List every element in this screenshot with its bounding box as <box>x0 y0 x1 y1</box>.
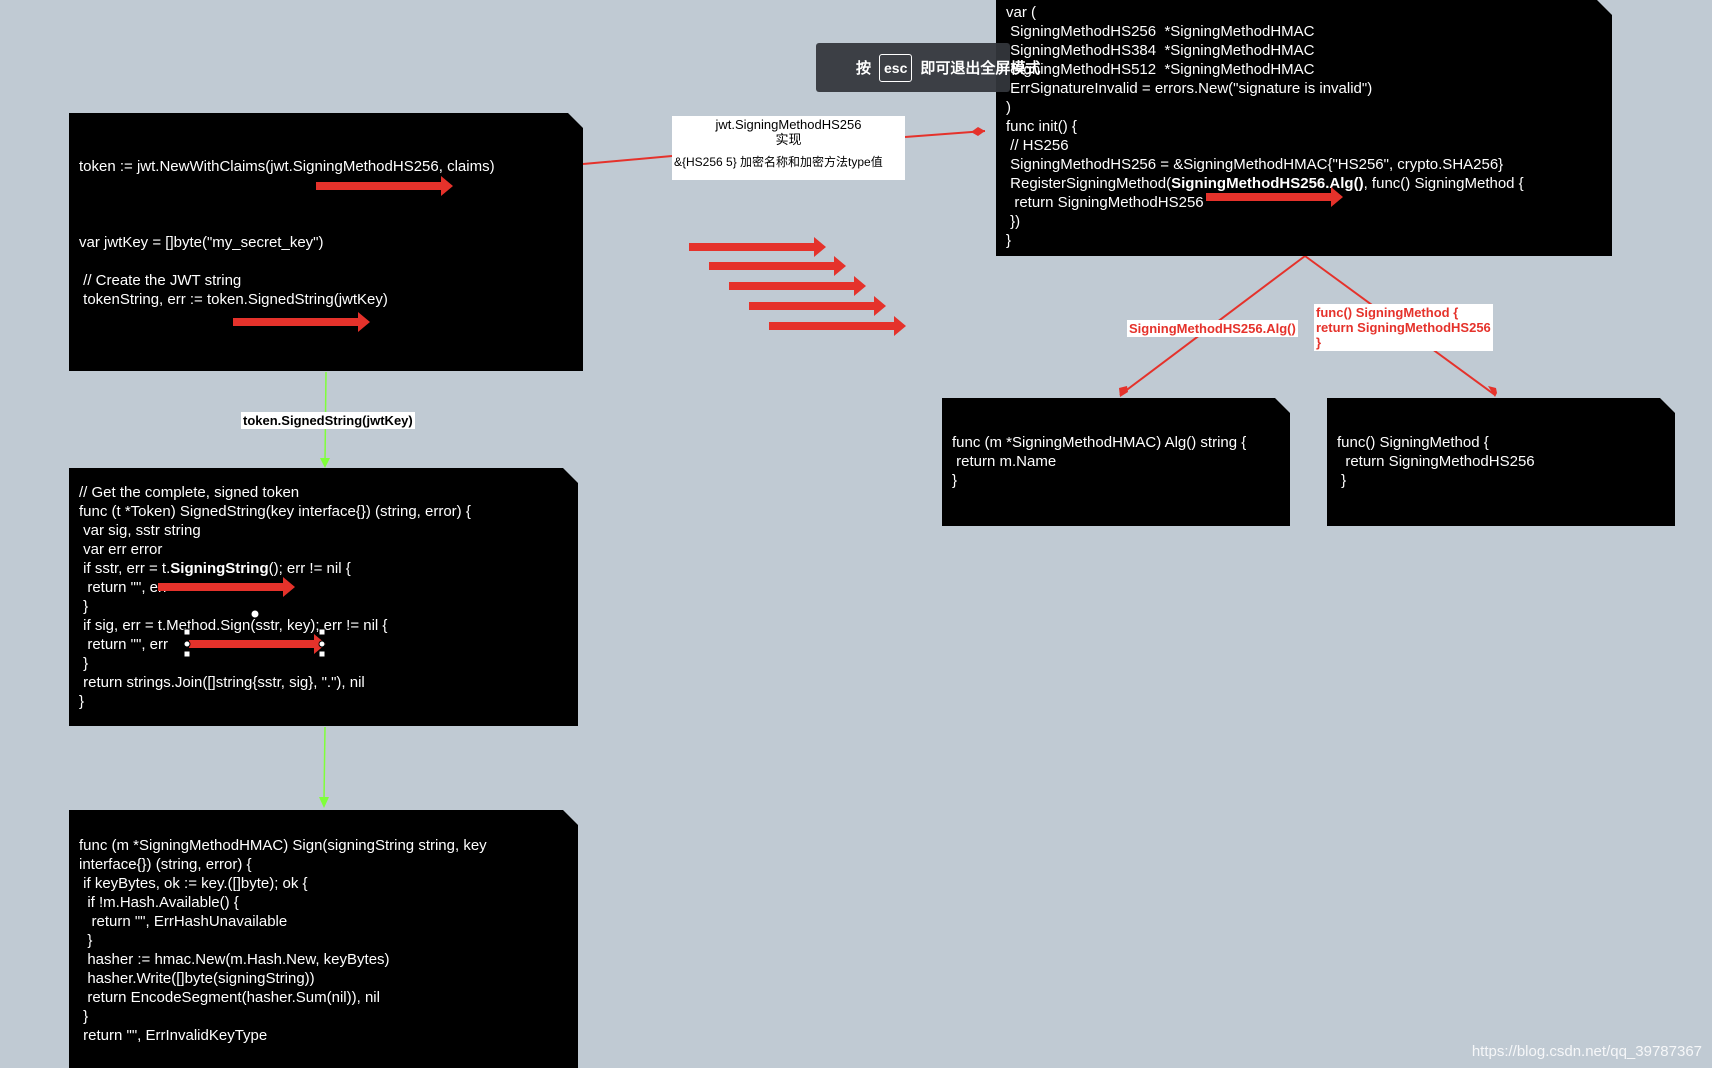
code-line: // Create the JWT string <box>79 272 242 289</box>
code-line: SigningMethodHS384 *SigningMethodHMAC <box>1006 42 1315 59</box>
code-line: return strings.Join([]string{sstr, sig},… <box>79 674 365 691</box>
code-line: RegisterSigningMethod(SigningMethodHS256… <box>1006 175 1524 192</box>
arrow-marker-9 <box>769 316 906 336</box>
esc-key-badge: esc <box>879 53 913 82</box>
code-line: func() SigningMethod { <box>1337 434 1489 451</box>
code-line: SigningMethodHS256 = &SigningMethodHMAC{… <box>1006 156 1504 173</box>
code-line: func (m *SigningMethodHMAC) Alg() string… <box>952 434 1247 451</box>
code-line: if !m.Hash.Available() { <box>79 894 239 911</box>
flow-arrowhead-1 <box>320 458 330 468</box>
code-line: } <box>1006 232 1012 249</box>
code-line: ) <box>1006 99 1011 116</box>
code-var-block: var ( SigningMethodHS256 *SigningMethodH… <box>1006 3 1602 250</box>
card-alg: func (m *SigningMethodHMAC) Alg() string… <box>942 398 1290 526</box>
code-line: } <box>952 472 958 489</box>
card-hmac-sign: func (m *SigningMethodHMAC) Sign(signing… <box>69 810 578 1068</box>
watermark: https://blog.csdn.net/qq_39787367 <box>1471 1043 1702 1060</box>
flow-line-2 <box>323 726 326 801</box>
connector-head-alg <box>1119 386 1128 397</box>
label-impl-line1: jwt.SigningMethodHS256 <box>715 117 862 132</box>
diamond-head <box>971 127 985 136</box>
arrow-marker-1 <box>316 176 453 196</box>
card-func: func() SigningMethod { return SigningMet… <box>1327 398 1675 526</box>
code-line: func (m *SigningMethodHMAC) Sign(signing… <box>79 837 487 854</box>
code-func: func() SigningMethod { return SigningMet… <box>1337 433 1665 490</box>
code-line: // Get the complete, signed token <box>79 484 300 501</box>
arrow-marker-3 <box>158 577 295 597</box>
code-line: SigningMethodHS256 *SigningMethodHMAC <box>1006 23 1315 40</box>
label-impl-line3: &{HS256 5} 加密名称和加密方法type值 <box>674 155 883 169</box>
code-alg: func (m *SigningMethodHMAC) Alg() string… <box>952 433 1280 490</box>
code-line: // HS256 <box>1006 137 1069 154</box>
connector-token-to-label <box>582 155 673 165</box>
arrow-marker-10 <box>1206 187 1343 207</box>
arrow-marker-7 <box>729 276 866 296</box>
code-line: } <box>79 598 89 615</box>
code-line: return m.Name <box>952 453 1057 470</box>
code-line: interface{}) (string, error) { <box>79 856 252 873</box>
card-var-block: var ( SigningMethodHS256 *SigningMethodH… <box>996 0 1612 256</box>
code-highlight: SigningString <box>170 560 269 577</box>
code-line: func (t *Token) SignedString(key interfa… <box>79 503 471 520</box>
code-highlight: SigningMethodHS256.Alg() <box>1171 175 1364 192</box>
code-hmac-sign: func (m *SigningMethodHMAC) Sign(signing… <box>79 836 568 1045</box>
label-func-line3: } <box>1316 335 1322 350</box>
code-line: hasher := hmac.New(m.Hash.New, keyBytes) <box>79 951 390 968</box>
code-line: var err error <box>79 541 163 558</box>
toast-prefix: 按 <box>856 60 872 77</box>
code-line: if sstr, err = t.SigningString(); err !=… <box>79 560 351 577</box>
code-line: return "", err <box>79 636 169 653</box>
selection-handles <box>183 609 326 658</box>
arrow-marker-5 <box>689 237 826 257</box>
code-line: } <box>79 693 85 710</box>
label-func-line2: return SigningMethodHS256 <box>1316 320 1491 335</box>
card-signed-string: // Get the complete, signed token func (… <box>69 468 578 726</box>
code-line: func init() { <box>1006 118 1077 135</box>
toast-message: 即可退出全屏模式 <box>920 60 1041 77</box>
code-line: }) <box>1006 213 1021 230</box>
code-line: hasher.Write([]byte(signingString)) <box>79 970 315 987</box>
code-line: var ( <box>1006 4 1036 21</box>
label-implementation: jwt.SigningMethodHS256 实现 &{HS256 5} 加密名… <box>672 116 905 180</box>
code-line: token := jwt.NewWithClaims(jwt.SigningMe… <box>79 158 495 175</box>
label-alg-call: SigningMethodHS256.Alg() <box>1127 320 1298 337</box>
connector-head-func <box>1488 386 1497 397</box>
code-line: if keyBytes, ok := key.([]byte); ok { <box>79 875 308 892</box>
code-line: return "", ErrHashUnavailable <box>79 913 288 930</box>
code-line: } <box>79 655 89 672</box>
code-line: } <box>79 932 93 949</box>
code-line: } <box>79 1008 89 1025</box>
flow-arrowhead-2 <box>319 797 329 808</box>
code-signed-string: // Get the complete, signed token func (… <box>79 483 568 711</box>
label-impl-line2: 实现 <box>775 132 802 147</box>
code-line: tokenString, err := token.SignedString(j… <box>79 291 388 308</box>
code-line: } <box>1337 472 1347 489</box>
label-func-line1: func() SigningMethod { <box>1316 305 1459 320</box>
label-signed-string: token.SignedString(jwtKey) <box>241 412 415 429</box>
arrow-marker-4 <box>189 634 326 654</box>
card-new-with-claims: token := jwt.NewWithClaims(jwt.SigningMe… <box>69 113 583 371</box>
arrow-marker-2 <box>233 312 370 332</box>
label-func-literal: func() SigningMethod { return SigningMet… <box>1314 304 1493 351</box>
code-line: return SigningMethodHS256 <box>1006 194 1204 211</box>
fullscreen-exit-toast: 按 esc 即可退出全屏模式 <box>816 43 1040 92</box>
code-line: return SigningMethodHS256 <box>1337 453 1535 470</box>
code-line: return "", ErrInvalidKeyType <box>79 1027 268 1044</box>
arrow-marker-8 <box>749 296 886 316</box>
code-line: SigningMethodHS512 *SigningMethodHMAC <box>1006 61 1315 78</box>
code-line: ErrSignatureInvalid = errors.New("signat… <box>1006 80 1373 97</box>
code-line: var sig, sstr string <box>79 522 201 539</box>
code-line: var jwtKey = []byte("my_secret_key") <box>79 234 324 251</box>
code-line: return EncodeSegment(hasher.Sum(nil)), n… <box>79 989 380 1006</box>
code-new-with-claims: token := jwt.NewWithClaims(jwt.SigningMe… <box>79 157 573 309</box>
arrow-marker-6 <box>709 256 846 276</box>
